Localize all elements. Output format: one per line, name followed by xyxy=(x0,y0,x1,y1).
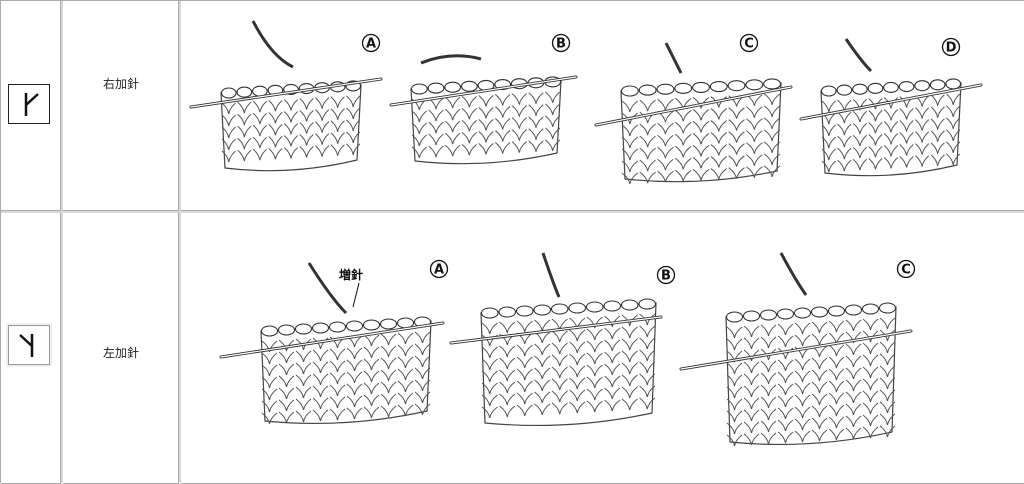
step-illustration: C xyxy=(594,33,793,185)
illustration-cell: A B C D xyxy=(181,1,1024,211)
step-label: B xyxy=(551,33,571,53)
knitted-swatch xyxy=(620,78,782,185)
yarn-strand xyxy=(541,252,561,298)
svg-text:B: B xyxy=(661,269,671,284)
yarn-strand xyxy=(251,20,294,69)
svg-text:B: B xyxy=(556,37,566,52)
name-cell: 左加針 xyxy=(63,213,179,484)
svg-text:C: C xyxy=(744,37,754,52)
right-increase-illustration: A B C D xyxy=(189,20,983,185)
step-label: D xyxy=(941,37,961,57)
left-increase-illustration: A B C 増針 xyxy=(219,252,916,447)
knitted-swatch xyxy=(260,316,432,425)
step-illustration: B xyxy=(389,33,578,165)
step-label: A xyxy=(429,259,449,279)
knitted-swatch xyxy=(410,76,562,165)
left-increase-symbol-icon xyxy=(8,325,50,365)
knitted-swatch xyxy=(480,298,657,427)
stitch-name: 右加針 xyxy=(102,77,139,91)
yarn-strand xyxy=(420,54,482,65)
symbol-cell xyxy=(1,213,61,484)
knitted-swatch xyxy=(220,80,362,172)
yarn-strand xyxy=(779,252,808,296)
knitted-swatch xyxy=(820,78,962,177)
svg-text:A: A xyxy=(366,37,376,52)
right-increase-symbol-icon xyxy=(8,84,50,124)
yarn-strand xyxy=(664,42,683,74)
step-illustration: A xyxy=(189,20,383,172)
stitch-name: 左加針 xyxy=(102,346,139,360)
step-illustration: C xyxy=(679,252,916,447)
table-row-left-increase: 左加針 A B C 増針 xyxy=(1,213,1024,484)
column-divider xyxy=(179,1,181,483)
row-divider xyxy=(1,211,1024,213)
step-label: B xyxy=(656,265,676,285)
step-illustration: B xyxy=(449,252,676,427)
step-illustration: D xyxy=(799,37,983,177)
knitted-swatch xyxy=(725,302,897,447)
step-label: C xyxy=(739,33,759,53)
step-label: C xyxy=(896,259,916,279)
yarn-strand xyxy=(844,38,873,73)
symbol-cell xyxy=(1,1,61,211)
yarn-strand xyxy=(307,262,348,315)
illustration-cell: A B C 増針 xyxy=(181,213,1024,484)
step-illustration: A xyxy=(219,259,449,425)
increase-annotation: 増針 xyxy=(339,267,363,282)
svg-text:D: D xyxy=(946,41,957,56)
column-divider xyxy=(61,1,63,483)
step-label: A xyxy=(361,33,381,53)
svg-text:C: C xyxy=(901,263,911,278)
name-cell: 右加針 xyxy=(63,1,179,211)
svg-text:A: A xyxy=(434,263,444,278)
table-row-right-increase: 右加針 A B C D xyxy=(1,1,1024,211)
